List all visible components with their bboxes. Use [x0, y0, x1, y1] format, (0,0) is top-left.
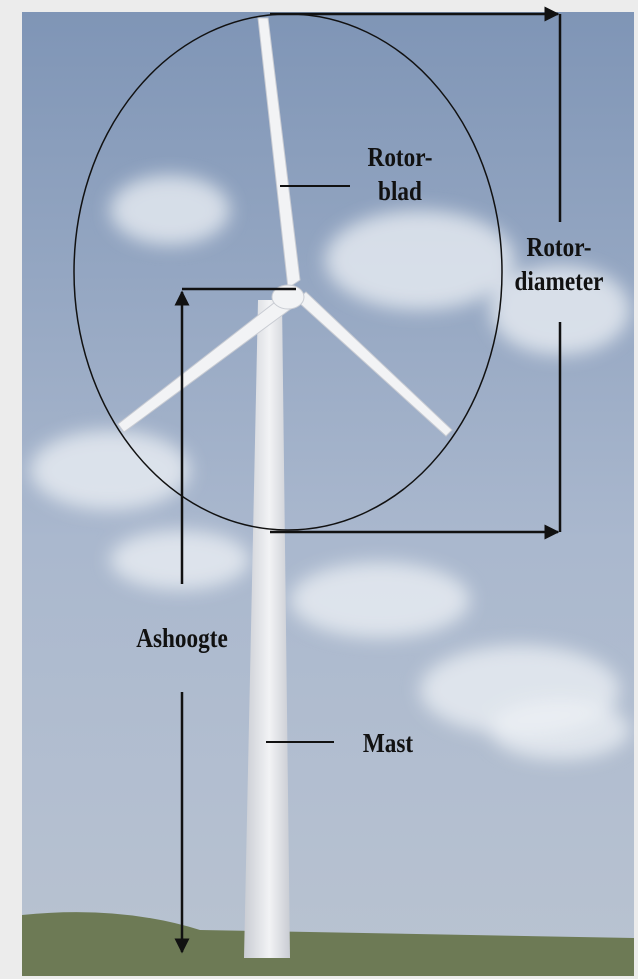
hub-height-label: Ashoogte — [113, 621, 251, 655]
rotor-blade-label-line2: blad — [357, 174, 443, 208]
rotor-diameter-label: Rotor- diameter — [495, 230, 624, 298]
rotor-diameter-label-line1: Rotor- — [495, 230, 624, 264]
rotor-blade-label: Rotor- blad — [357, 140, 443, 208]
mast-label: Mast — [345, 726, 431, 760]
rotor-blade-label-line1: Rotor- — [357, 140, 443, 174]
rotor-diameter-label-line2: diameter — [495, 264, 624, 298]
